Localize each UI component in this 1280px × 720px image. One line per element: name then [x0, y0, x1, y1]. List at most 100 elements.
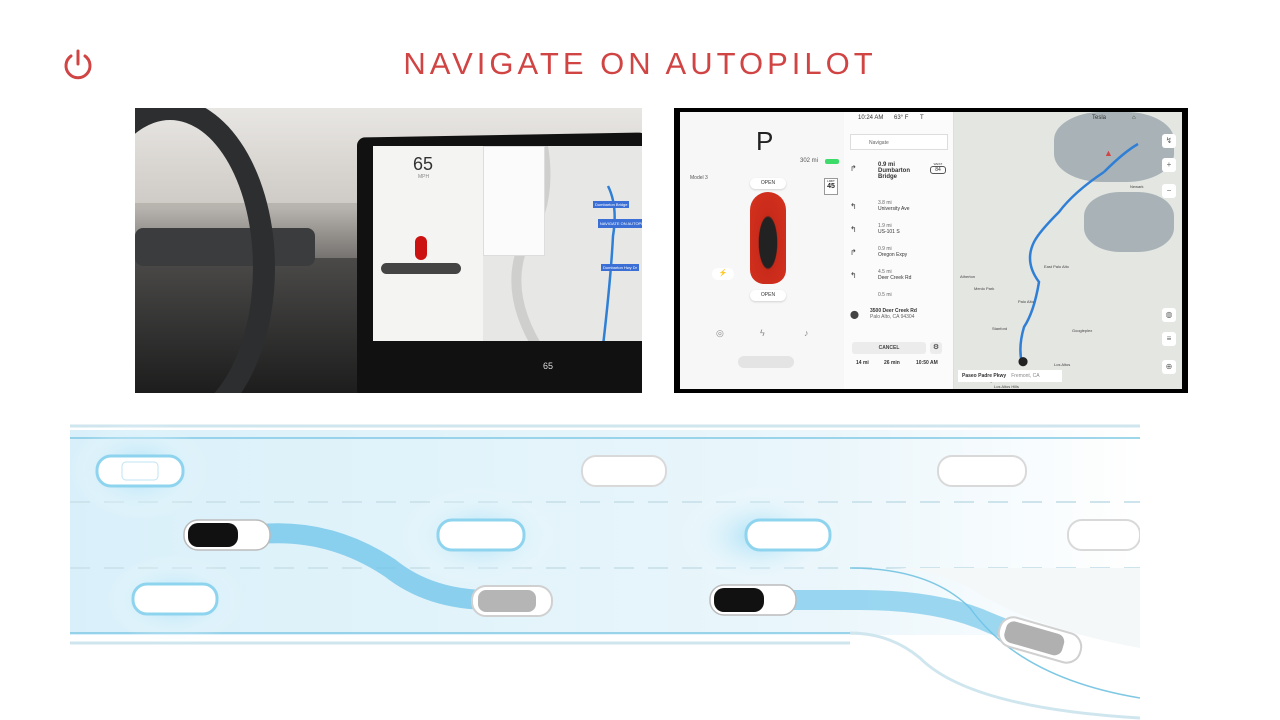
step-name: Dumbarton Bridge — [878, 168, 910, 180]
shield-number: 84 — [930, 166, 946, 174]
map-label: Stanford — [992, 326, 1008, 331]
layers-icon[interactable]: ≡ — [1162, 332, 1176, 346]
speed-readout: 65 — [413, 154, 434, 174]
direction-step[interactable]: 0.5 mi — [850, 292, 948, 304]
turn-left-icon: ↰ — [850, 202, 857, 211]
step-distance: 0.5 mi — [878, 292, 892, 298]
car-grey — [997, 616, 1083, 664]
route-label: Dumbarton Bridge — [593, 201, 630, 208]
car-render — [750, 192, 786, 284]
charge-port-button[interactable]: ⚡ — [712, 268, 734, 280]
turn-left-icon: ↰ — [850, 271, 857, 280]
speed-limit-label: LIMIT — [827, 179, 835, 183]
wiper-button[interactable] — [738, 356, 794, 368]
directions-pane: 10:24 AM 63° F T Navigate ↱ 0.9 mi Dumba… — [844, 112, 954, 389]
outside-temp: 63° F — [894, 115, 909, 121]
status-pill — [381, 263, 461, 274]
route-line — [1019, 142, 1139, 365]
speed-limit-value: 45 — [827, 183, 835, 190]
car-white — [131, 582, 219, 616]
step-distance: 0.9 mi — [878, 162, 896, 168]
map-label: Menlo Park — [974, 286, 995, 291]
turn-right-icon: ↱ — [850, 248, 857, 257]
car-white — [95, 454, 185, 488]
destination-address: 3500 Deer Creek Rd — [870, 308, 917, 314]
model-label: Model 3 — [690, 175, 708, 181]
bay-water — [1054, 112, 1174, 182]
tesla-t-icon: T — [920, 115, 924, 121]
trip-distance: 14 mi — [856, 360, 869, 366]
map-label: Atherton — [960, 274, 976, 279]
zoom-in-icon[interactable]: + — [1162, 158, 1176, 172]
gear-icon[interactable]: ⚙ — [930, 342, 942, 354]
zoom-out-icon[interactable]: − — [1162, 184, 1176, 198]
map-label: Palo Alto — [1018, 299, 1034, 304]
car-icon — [415, 236, 427, 260]
account-name[interactable]: Tesla — [1092, 115, 1107, 121]
route-label: Dumbarton Hwy Dr — [601, 264, 640, 271]
clock: 10:24 AM — [858, 115, 884, 121]
range-readout: 302 mi — [800, 158, 819, 164]
car-white — [436, 518, 526, 552]
open-trunk-button[interactable]: OPEN — [750, 290, 786, 301]
map-view[interactable]: Tesla ⌂ ↯ + − ◍ ≡ ⊕ Newark East Palo Alt… — [954, 112, 1182, 389]
step-name: US-101 S — [878, 229, 900, 235]
navigation-display: P 302 mi Model 3 LIMIT 45 OPEN ⚡ OPEN ◎ … — [674, 108, 1188, 393]
page-title: NAVIGATE ON AUTOPILOT — [403, 46, 877, 81]
bolt-icon[interactable]: ϟ — [760, 328, 765, 338]
interior-photo: Dumbarton Bridge Dumbarton Hwy Dr NAVIGA… — [135, 108, 642, 393]
globe-icon[interactable]: ◍ — [1162, 308, 1176, 322]
camera-icon[interactable]: ◎ — [716, 328, 724, 338]
map-label: Googleplex — [1072, 328, 1093, 333]
mic-icon[interactable]: ♪ — [804, 328, 809, 338]
trip-time: 26 min — [884, 360, 900, 366]
trip-arrival: 10:50 AM — [916, 360, 938, 366]
car-white — [744, 518, 832, 552]
recenter-icon[interactable]: ⊕ — [1162, 360, 1176, 374]
current-street: Paseo Padre Pkwy — [962, 373, 1007, 379]
gear-indicator: P — [756, 126, 774, 156]
speed-limit-sign: LIMIT 45 — [824, 178, 838, 195]
map-label: Los Altos Hills — [994, 384, 1019, 389]
current-location-icon: ⬤ — [1018, 356, 1029, 366]
highway-illustration — [70, 420, 1140, 720]
direction-step[interactable]: ↱ 0.9 mi Dumbarton Bridge WEST 84 — [850, 162, 948, 190]
turn-right-icon: ↱ — [850, 164, 857, 173]
car-white — [1067, 519, 1140, 551]
map-label: Newark — [1130, 184, 1144, 189]
highway-shield: WEST 84 — [930, 162, 946, 174]
step-distance: 3.8 mi — [878, 200, 892, 206]
step-name: University Ave — [878, 206, 910, 212]
shield-direction: WEST — [933, 162, 943, 166]
open-frunk-button[interactable]: OPEN — [750, 178, 786, 189]
location-pin-icon: ⬤ — [850, 310, 859, 319]
navigate-on-autopilot-button[interactable]: NAVIGATE ON AUTOPILOT — [598, 219, 642, 228]
step-distance: 0.9 mi — [878, 246, 892, 252]
current-street-bar: Paseo Padre Pkwy Fremont, CA — [958, 370, 1062, 382]
car-white — [937, 455, 1027, 487]
photo-dock — [373, 341, 642, 356]
step-name: Deer Creek Rd — [878, 275, 912, 281]
map-label: Los Altos — [1054, 362, 1071, 367]
power-logo-icon — [64, 49, 92, 80]
navigate-search[interactable]: Navigate — [850, 134, 948, 150]
touchscreen: Dumbarton Bridge Dumbarton Hwy Dr NAVIGA… — [373, 146, 642, 356]
turn-left-icon: ↰ — [850, 225, 857, 234]
dock-temperature: 65 — [543, 361, 554, 371]
home-icon[interactable]: ⌂ — [1132, 115, 1136, 121]
map-label: East Palo Alto — [1044, 264, 1069, 269]
battery-bar — [825, 159, 839, 164]
destination-marker-icon: ▲ — [1104, 148, 1113, 158]
car-status-pane: P 302 mi Model 3 LIMIT 45 OPEN ⚡ OPEN ◎ … — [680, 112, 844, 389]
cancel-button[interactable]: CANCEL — [852, 342, 926, 354]
route-options-icon[interactable]: ↯ — [1162, 134, 1176, 148]
step-name: Oregon Expy — [878, 252, 908, 258]
current-city: Fremont, CA — [1011, 373, 1040, 379]
step-distance: 4.5 mi — [878, 269, 892, 275]
speed-unit: MPH — [418, 174, 430, 180]
